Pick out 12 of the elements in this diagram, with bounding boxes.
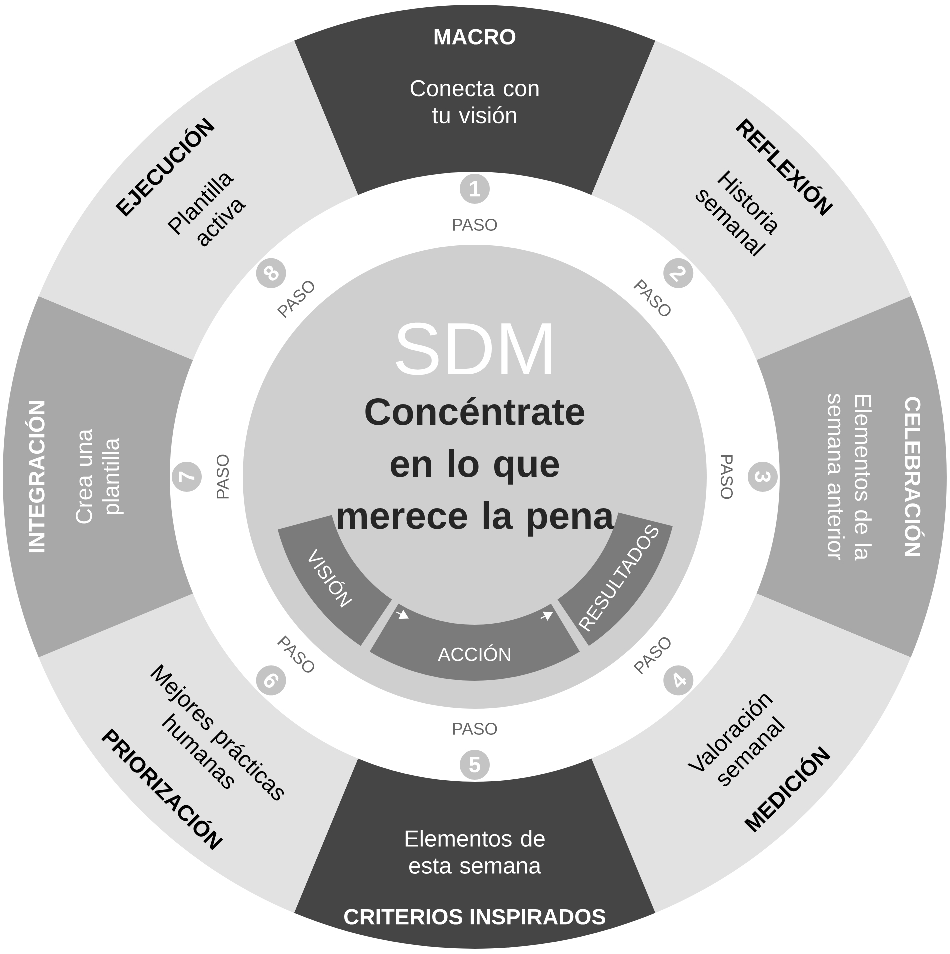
step-badge: 5 xyxy=(460,750,490,780)
step-badge: 2 xyxy=(664,258,694,288)
step-label: PASO xyxy=(720,455,733,500)
step-badge: 3 xyxy=(748,462,778,492)
step-badge: 1 xyxy=(460,174,490,204)
step-badge: 8 xyxy=(256,258,286,288)
step-badge: 4 xyxy=(664,666,694,696)
step-label: PASO xyxy=(216,454,230,499)
step-badge: 7 xyxy=(172,462,202,492)
step-label: PASO xyxy=(453,218,498,232)
step-label: PASO xyxy=(453,722,498,736)
step-badge: 6 xyxy=(256,666,286,696)
